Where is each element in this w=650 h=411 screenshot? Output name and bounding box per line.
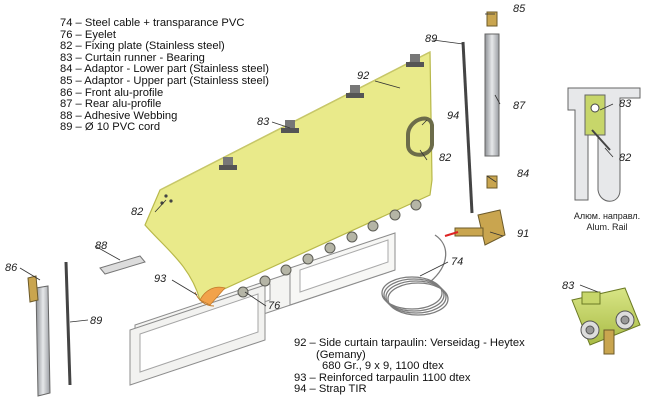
callout-83: 83 (257, 116, 270, 128)
callout-74: 74 (451, 256, 464, 268)
callout-91: 91 (517, 228, 530, 240)
adhesive-webbing (99, 255, 146, 275)
callout-83: 83 (619, 98, 632, 110)
legend-item: 84 – Adaptor - Lower part (Stainless ste… (60, 63, 269, 76)
legend-item: 680 Gr., 9 x 9, 1100 dtex (322, 360, 444, 373)
curtain-runner-detail (571, 287, 641, 355)
strap-tir (406, 116, 434, 157)
legend-item: 94 – Strap TIR (294, 383, 367, 396)
rail-caption-en: Alum. Rail (586, 222, 628, 232)
callout-88: 88 (95, 240, 108, 252)
callout-82: 82 (619, 152, 632, 164)
callout-94: 94 (447, 110, 460, 122)
pvc-cord-bottom (64, 261, 72, 386)
legend-item: 88 – Adhesive Webbing (60, 109, 178, 122)
callout-82: 82 (439, 152, 452, 164)
legend-item: 86 – Front alu-profile (60, 86, 164, 99)
eyelets-row (237, 199, 422, 298)
steel-cable-coil (381, 234, 449, 316)
legend-item: 82 – Fixing plate (Stainless steel) (60, 40, 225, 53)
legend-item: 74 – Steel cable + transparance PVC (60, 17, 245, 29)
alum-rail-section (567, 87, 641, 202)
legend-item: 93 – Reinforced tarpaulin 1100 dtex (294, 371, 471, 384)
callout-93: 93 (154, 273, 167, 285)
legend-item: 87 – Rear alu-profile (60, 98, 162, 111)
rear-alu-profile (484, 11, 500, 189)
callout-86: 86 (5, 262, 18, 274)
top-runners (219, 54, 424, 170)
legend-bottom: 92 – Side curtain tarpaulin: Verseidag -… (294, 337, 525, 396)
callout-89: 89 (425, 33, 438, 45)
legend-item: 92 – Side curtain tarpaulin: Verseidag -… (294, 337, 525, 349)
callout-76: 76 (268, 300, 281, 312)
adaptor-91 (444, 209, 506, 246)
rail-caption: Алюм. направл. Alum. Rail (552, 211, 650, 233)
callout-87: 87 (513, 100, 526, 112)
callout-89: 89 (90, 315, 103, 327)
legend-item: 76 – Eyelet (60, 28, 116, 41)
front-alu-profile (27, 275, 51, 397)
callout-85: 85 (513, 3, 526, 15)
pvc-cord-top (461, 41, 474, 214)
callout-83: 83 (562, 280, 575, 292)
legend-item: 85 – Adaptor - Upper part (Stainless ste… (60, 74, 269, 87)
legend-top: 74 – Steel cable + transparance PVC 76 –… (60, 17, 269, 134)
leader-lines (19, 13, 614, 323)
lower-frame-panels (129, 232, 396, 386)
callout-82: 82 (131, 206, 144, 218)
callout-92: 92 (357, 70, 370, 82)
legend-item: (Gemany) (316, 348, 366, 361)
legend-item: 89 – Ø 10 PVC cord (60, 121, 161, 134)
legend-item: 83 – Curtain runner - Bearing (60, 51, 205, 64)
callout-84: 84 (517, 168, 530, 180)
rail-caption-ru: Алюм. направл. (573, 211, 641, 221)
